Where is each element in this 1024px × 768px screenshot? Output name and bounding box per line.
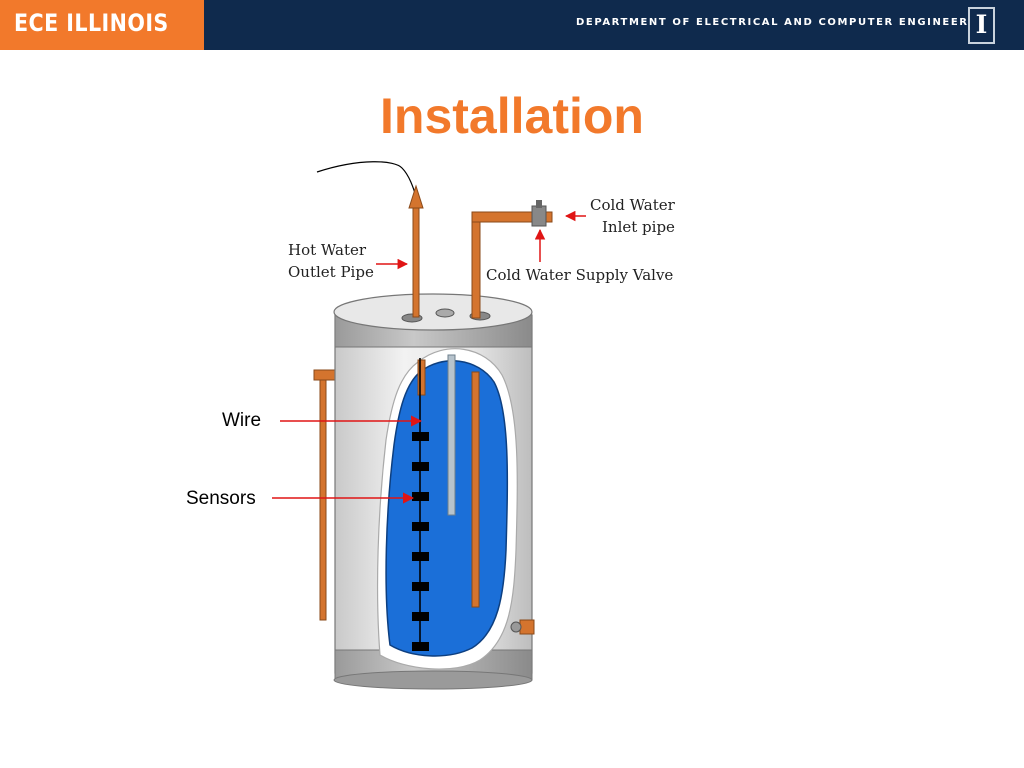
cold-inlet-label-line1: Cold Water [590, 196, 675, 214]
hot-water-label-line1: Hot Water [288, 241, 367, 259]
slide-title: Installation [380, 88, 644, 144]
illinois-logo-icon: I [968, 7, 995, 44]
sensor [412, 492, 429, 501]
drain-valve [519, 619, 535, 635]
wire-cable [316, 161, 419, 203]
hot-water-pipe-arrow [408, 184, 424, 209]
water-heater-illustration [272, 161, 586, 690]
hot-water-pipe [412, 204, 420, 318]
tank-water [385, 360, 509, 657]
supply-valve-label: Cold Water Supply Valve [486, 266, 674, 284]
dip-tube [447, 354, 456, 516]
department-name: DEPARTMENT OF ELECTRICAL AND COMPUTER EN… [576, 17, 994, 28]
relief-pipe [319, 377, 327, 621]
cold-water-pipe-horizontal [471, 211, 553, 223]
header-bar: ECE ILLINOIS DEPARTMENT OF ELECTRICAL AN… [0, 0, 1024, 50]
cold-inlet-label-line2: Inlet pipe [602, 218, 675, 236]
tank-top [333, 293, 533, 331]
internal-pipe-right [471, 371, 480, 608]
sensor [412, 582, 429, 591]
sensor-group [412, 432, 429, 651]
supply-valve [531, 205, 547, 227]
sensor [412, 612, 429, 621]
brand-logo-text: ECE ILLINOIS [14, 9, 169, 37]
internal-pipe-left [417, 359, 426, 396]
hot-water-label-line2: Outlet Pipe [288, 263, 374, 281]
sensors-label: Sensors [186, 488, 256, 509]
water-heater-diagram: Hot Water Outlet Pipe Cold Water Inlet p… [180, 150, 740, 710]
sensor [412, 432, 429, 441]
wire-label: Wire [222, 410, 262, 431]
logo-glyph: I [975, 10, 988, 39]
brand-box: ECE ILLINOIS [0, 0, 204, 50]
sensor [412, 522, 429, 531]
sensor [412, 462, 429, 471]
cold-water-pipe-vertical [471, 217, 481, 319]
sensor [412, 552, 429, 561]
sensor [412, 642, 429, 651]
